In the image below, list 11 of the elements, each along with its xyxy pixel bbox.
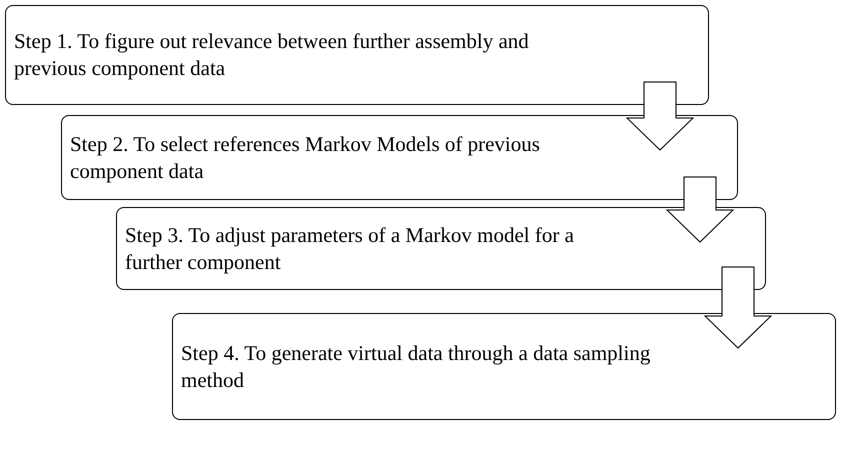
step-text: Step 2. To select references Markov Models of previous component data [70,130,541,184]
step-text: Step 4. To generate virtual data through a data sampling method [181,340,652,394]
step-text: Step 3. To adjust parameters of a Markov model for a further component [125,222,575,276]
block-arrow [666,176,734,243]
step-box [61,115,738,200]
block-arrow [704,266,772,349]
step-box [172,313,836,420]
step-box [116,207,766,290]
step-box [5,5,709,105]
block-arrow [626,82,694,151]
step-text: Step 1. To figure out relevance between further assembly and previous component data [14,28,530,82]
